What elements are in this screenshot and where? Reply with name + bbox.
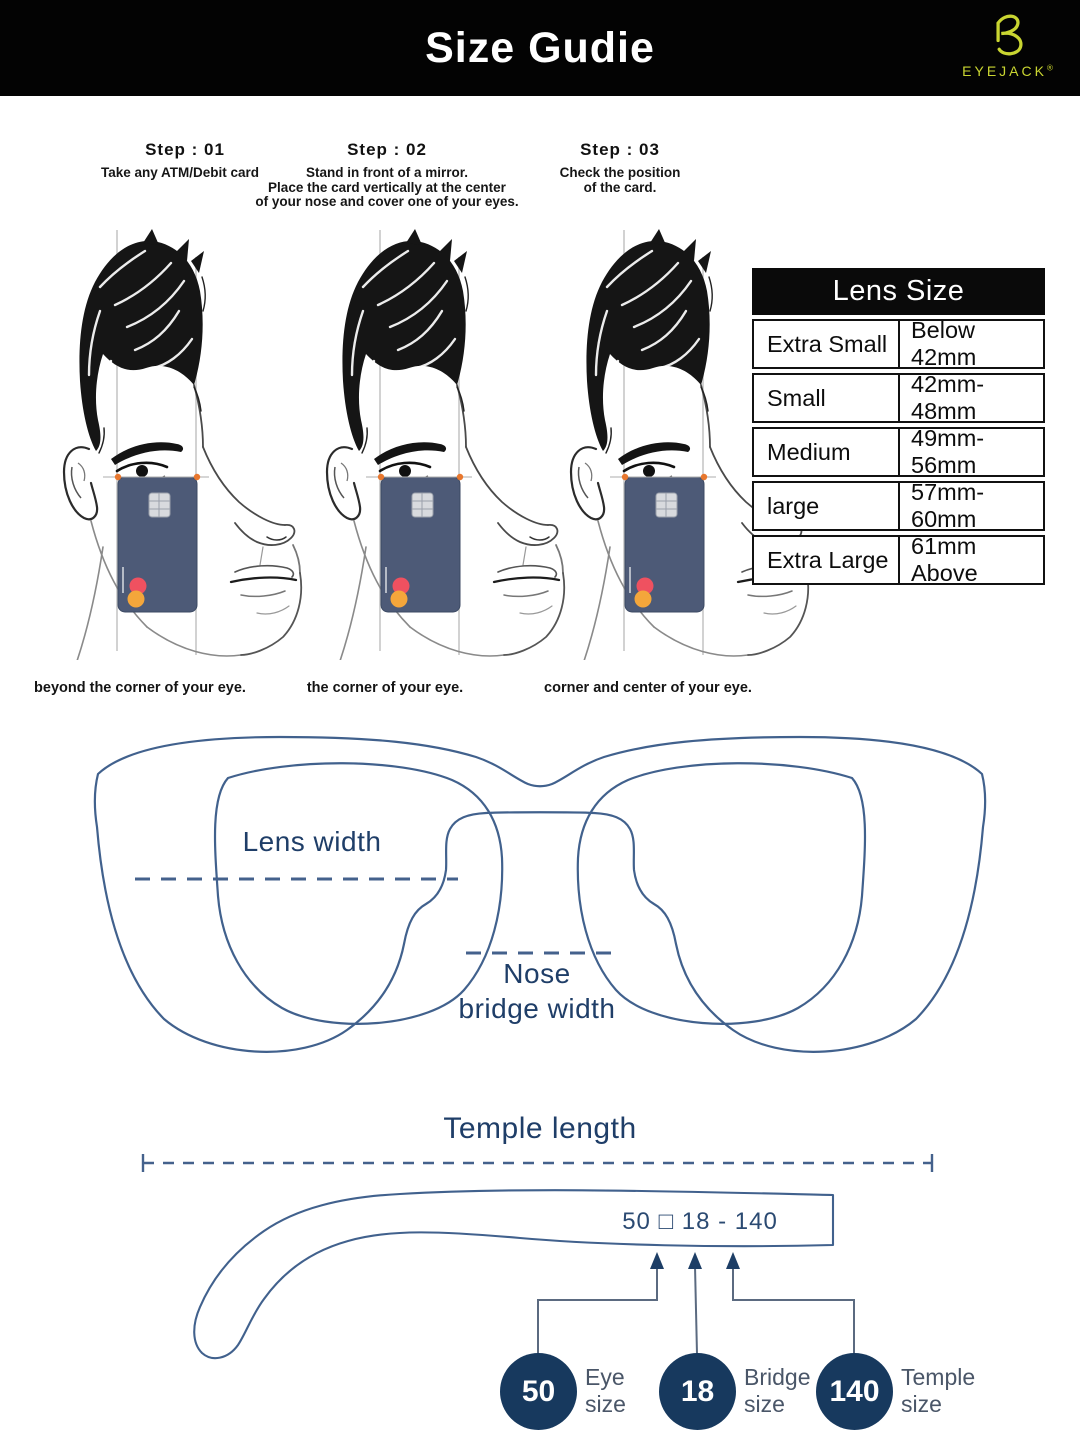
brand-glyph-icon — [996, 14, 1023, 56]
step-2-label: Step : 02 — [347, 140, 427, 159]
step-2-description: Stand in front of a mirror. Place the ca… — [255, 165, 519, 209]
table-row: Extra Small Below 42mm — [752, 317, 1045, 370]
registered-mark: ® — [1046, 63, 1056, 73]
glasses-front-diagram — [93, 735, 987, 1053]
frame-size-notation: 50 □ 18 - 140 — [622, 1208, 778, 1235]
temple-size-value-badge: 140 — [816, 1353, 893, 1430]
eye-size-label: Eye size — [585, 1364, 626, 1417]
step-1-caption: beyond the corner of your eye. — [34, 680, 246, 696]
temple-arm-diagram — [141, 1154, 934, 1360]
table-row: Medium 49mm-56mm — [752, 425, 1045, 478]
arrow-up-icon — [688, 1252, 702, 1269]
bridge-size-label: Bridge size — [744, 1364, 811, 1417]
temple-length-label: Temple length — [443, 1112, 637, 1145]
header-bar — [0, 0, 1080, 96]
step-1-label: Step : 01 — [145, 140, 225, 159]
table-row: large 57mm-60mm — [752, 479, 1045, 532]
lens-size-table: Lens Size Extra Small Below 42mm Small 4… — [752, 268, 1045, 586]
step-3-caption: corner and center of your eye. — [544, 680, 752, 696]
temple-size-label: Temple size — [901, 1364, 976, 1417]
arrow-up-icon — [650, 1252, 664, 1269]
nose-bridge-width-label: Nose bridge width — [458, 958, 616, 1024]
brand-name: EYEJACK® — [962, 63, 1056, 79]
table-row: Extra Large 61mm Above — [752, 533, 1045, 586]
step-2-caption: the corner of your eye. — [306, 680, 464, 696]
brand-logo: EYEJACK® — [954, 10, 1064, 88]
table-row: Small 42mm-48mm — [752, 371, 1045, 424]
step-3-description: Check the position of the card. — [559, 165, 681, 195]
face-illustration-step1 — [55, 215, 325, 660]
page-title: Size Gudie — [425, 24, 655, 72]
step-3-label: Step : 03 — [580, 140, 660, 159]
face-illustration-step2 — [318, 215, 588, 660]
step-1-description: Take any ATM/Debit card — [100, 165, 260, 180]
lens-width-label: Lens width — [242, 826, 382, 857]
arrow-up-icon — [726, 1252, 740, 1269]
eye-size-value-badge: 50 — [500, 1353, 577, 1430]
lens-size-table-title: Lens Size — [752, 268, 1045, 315]
bridge-size-value-badge: 18 — [659, 1353, 736, 1430]
legend-connector-arrows — [537, 1252, 855, 1355]
